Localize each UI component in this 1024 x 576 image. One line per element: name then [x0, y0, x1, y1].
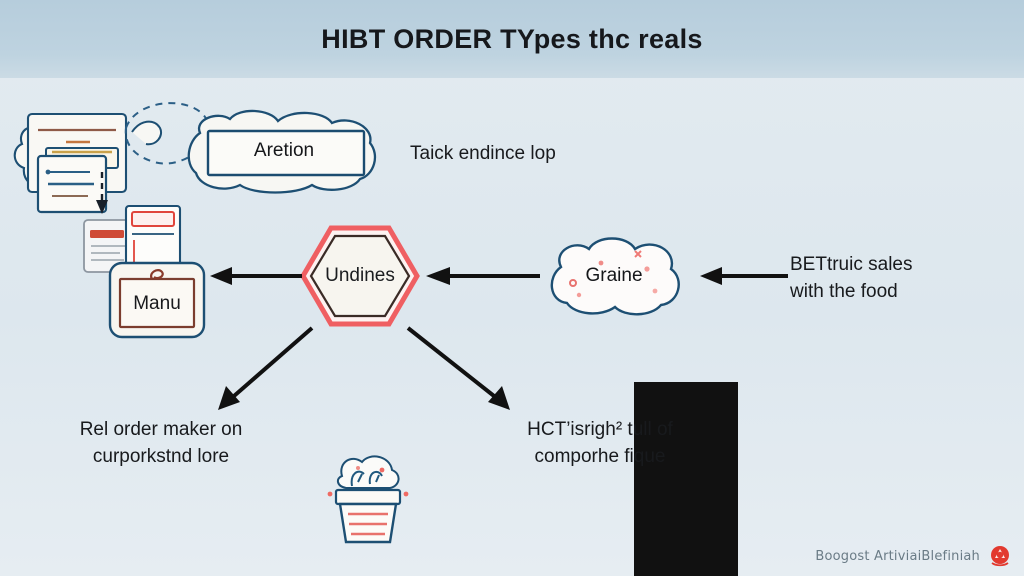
manu-shape	[108, 261, 206, 339]
arrow-graine-to-hexagon	[426, 267, 540, 285]
arrow-annotation-to-graine	[700, 267, 788, 285]
annotation-bottom-left-line2: curporkstnd lore	[92, 446, 230, 467]
cloud-node-aretion[interactable]: Aretion	[184, 109, 384, 194]
diagram-body: Aretion Manu	[0, 78, 1024, 576]
card-node-manu[interactable]: Manu	[108, 261, 206, 339]
stacked-cards-icon	[83, 204, 182, 274]
annotation-bottom-left: Rel order maker on curporkstnd lore	[36, 416, 286, 470]
page-title: HIBT ORDER TYpes thc reals	[321, 23, 703, 54]
annotation-bottom-right-line2: comporhe fique	[534, 446, 666, 467]
arrow-documents-to-cards	[96, 172, 108, 214]
annotation-bottom-right: HCT’isrigh² tull of comporhe fique	[490, 416, 710, 470]
card-node-manu-label: Manu	[133, 293, 181, 314]
arrow-hexagon-to-manu	[210, 267, 302, 285]
annotation-right-line1: BETtruic sales	[790, 254, 913, 275]
annotation-top-right: Taick endince lop	[410, 143, 556, 164]
annotation-bottom-left-line1: Rel order maker on	[79, 419, 243, 440]
annotation-bottom-right-line1: HCT’isrigh² tull of	[527, 419, 673, 440]
hexagon-shape	[300, 225, 420, 327]
basket-icon	[327, 455, 409, 544]
footer-logo-icon	[991, 546, 1009, 567]
annotation-right: BETtruic sales with the food	[790, 251, 990, 305]
hexagon-node-undines[interactable]: Undines	[300, 224, 420, 328]
arrow-hexagon-to-bottom-right	[406, 326, 510, 410]
aretion-shape	[187, 109, 377, 194]
arrow-hexagon-to-bottom-left	[218, 326, 314, 410]
footer-text: Boogost ArtiviaiBlefiniah	[815, 548, 980, 564]
cloud-node-graine[interactable]: Graine	[541, 233, 687, 319]
hexagon-node-undines-label: Undines	[325, 265, 395, 286]
graine-shape	[550, 237, 680, 316]
cloud-node-aretion-label: Aretion	[253, 140, 315, 161]
footer: Boogost ArtiviaiBlefiniah	[812, 538, 1012, 574]
header-bar: HIBT ORDER TYpes thc reals	[0, 0, 1024, 78]
cloud-node-graine-label: Graine	[585, 265, 643, 286]
annotation-right-line2: with the food	[790, 281, 898, 302]
